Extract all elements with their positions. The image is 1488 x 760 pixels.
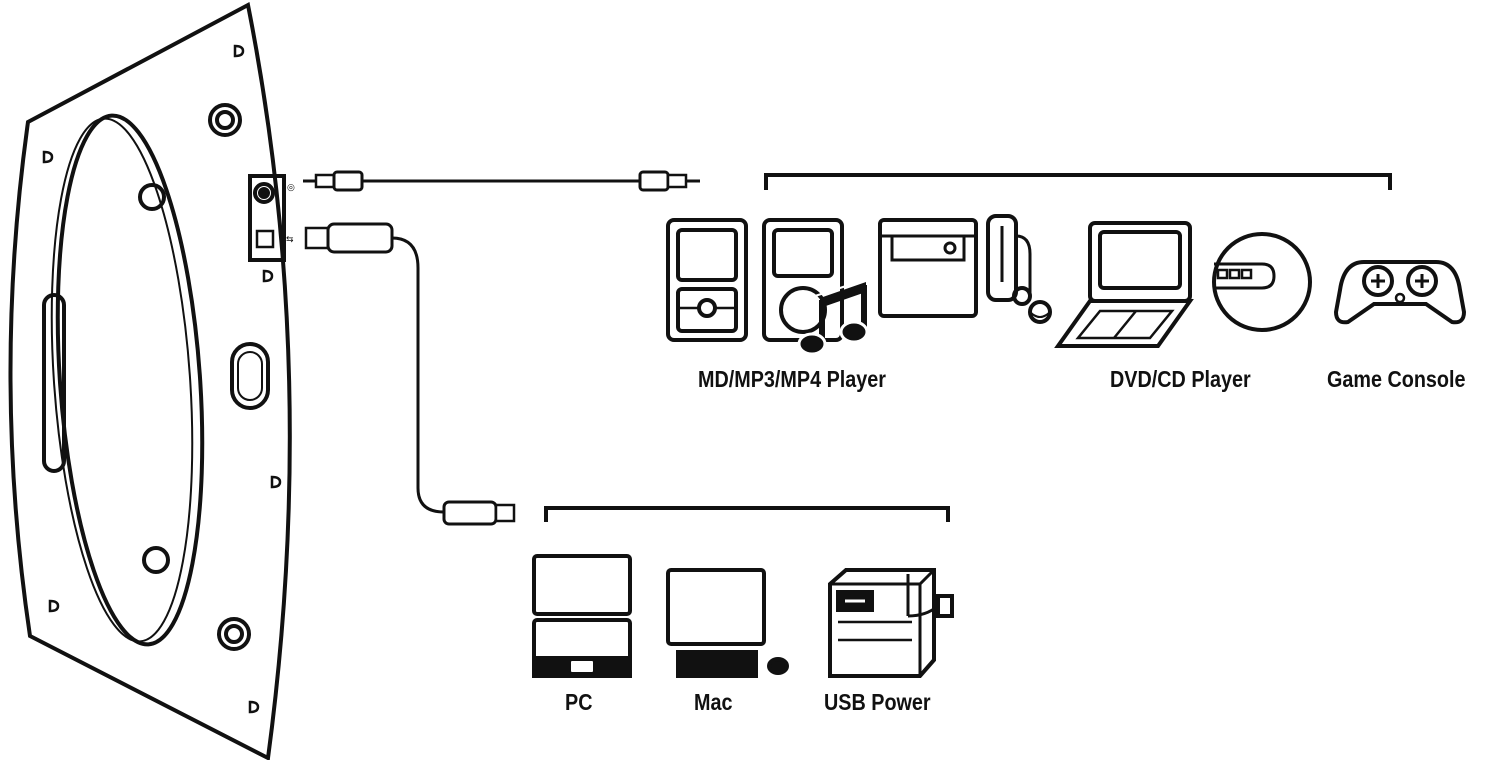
label-pc: PC (565, 689, 593, 715)
label-dvd-cd-player: DVD/CD Player (1110, 366, 1251, 392)
cd-player-icon (1212, 232, 1312, 332)
speaker-rear-panel-icon: ◎ ⇆ (8, 1, 295, 760)
ipod-icon (762, 218, 844, 342)
svg-text:⇆: ⇆ (286, 235, 294, 245)
label-mac: Mac (694, 689, 733, 715)
gamepad-icon (1333, 260, 1467, 325)
svg-text:◎: ◎ (287, 183, 295, 193)
minidisc-player-icon (878, 214, 1052, 324)
bottom-device-bracket (544, 506, 950, 522)
audio-cable-icon (303, 170, 700, 192)
label-md-mp3-mp4-player: MD/MP3/MP4 Player (698, 366, 886, 392)
top-device-bracket (764, 173, 1392, 190)
label-usb-power: USB Power (824, 689, 931, 715)
usb-cable-icon (304, 222, 516, 526)
mp3-player-icon (666, 218, 748, 342)
laptop-dvd-icon (1054, 221, 1194, 348)
usb-power-adapter-icon (828, 568, 954, 678)
mac-computer-icon (666, 568, 789, 678)
pc-laptop-icon (532, 554, 632, 678)
label-game-console: Game Console (1327, 366, 1466, 392)
music-note-icon (797, 277, 872, 356)
